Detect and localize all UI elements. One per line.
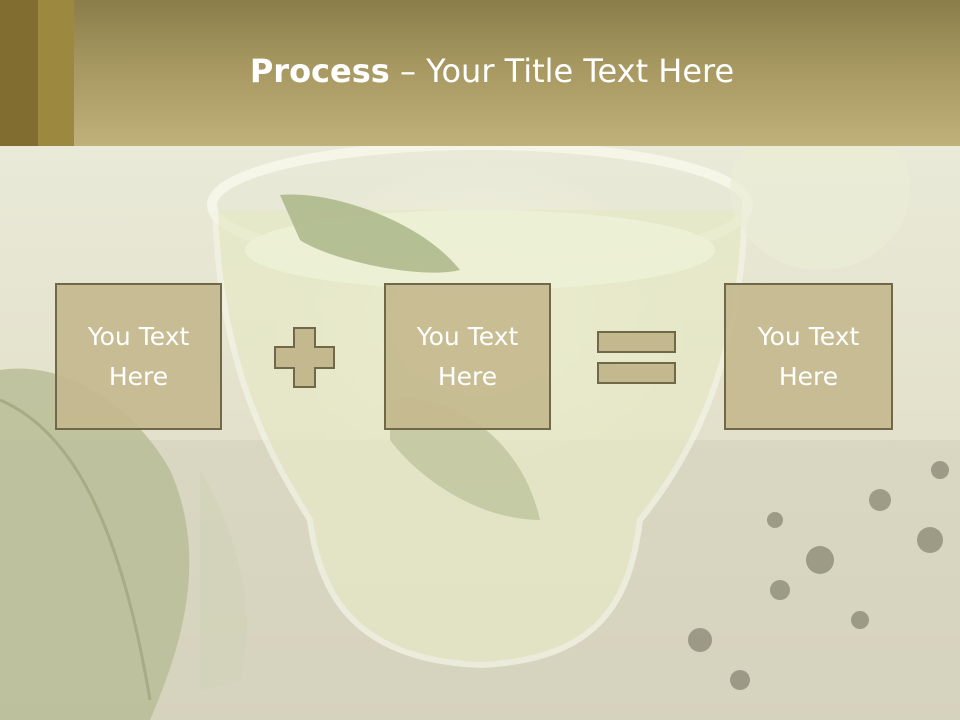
process-box-2-text: You Text Here xyxy=(416,321,519,391)
process-box-3-text: You Text Here xyxy=(757,321,860,391)
title-bold: Process xyxy=(249,52,390,90)
plus-icon xyxy=(274,327,335,388)
header-accent-light xyxy=(38,0,74,146)
slide-title[interactable]: Process – Your Title Text Here xyxy=(0,52,960,90)
process-box-1[interactable]: You Text Here xyxy=(55,283,222,430)
process-box-3[interactable]: You Text Here xyxy=(724,283,893,430)
process-box-2[interactable]: You Text Here xyxy=(384,283,551,430)
header-bar: Process – Your Title Text Here xyxy=(0,0,960,146)
process-box-1-text: You Text Here xyxy=(87,321,190,391)
header-accent-dark xyxy=(0,0,38,146)
title-rest: – Your Title Text Here xyxy=(389,52,735,90)
equals-icon xyxy=(597,331,676,384)
